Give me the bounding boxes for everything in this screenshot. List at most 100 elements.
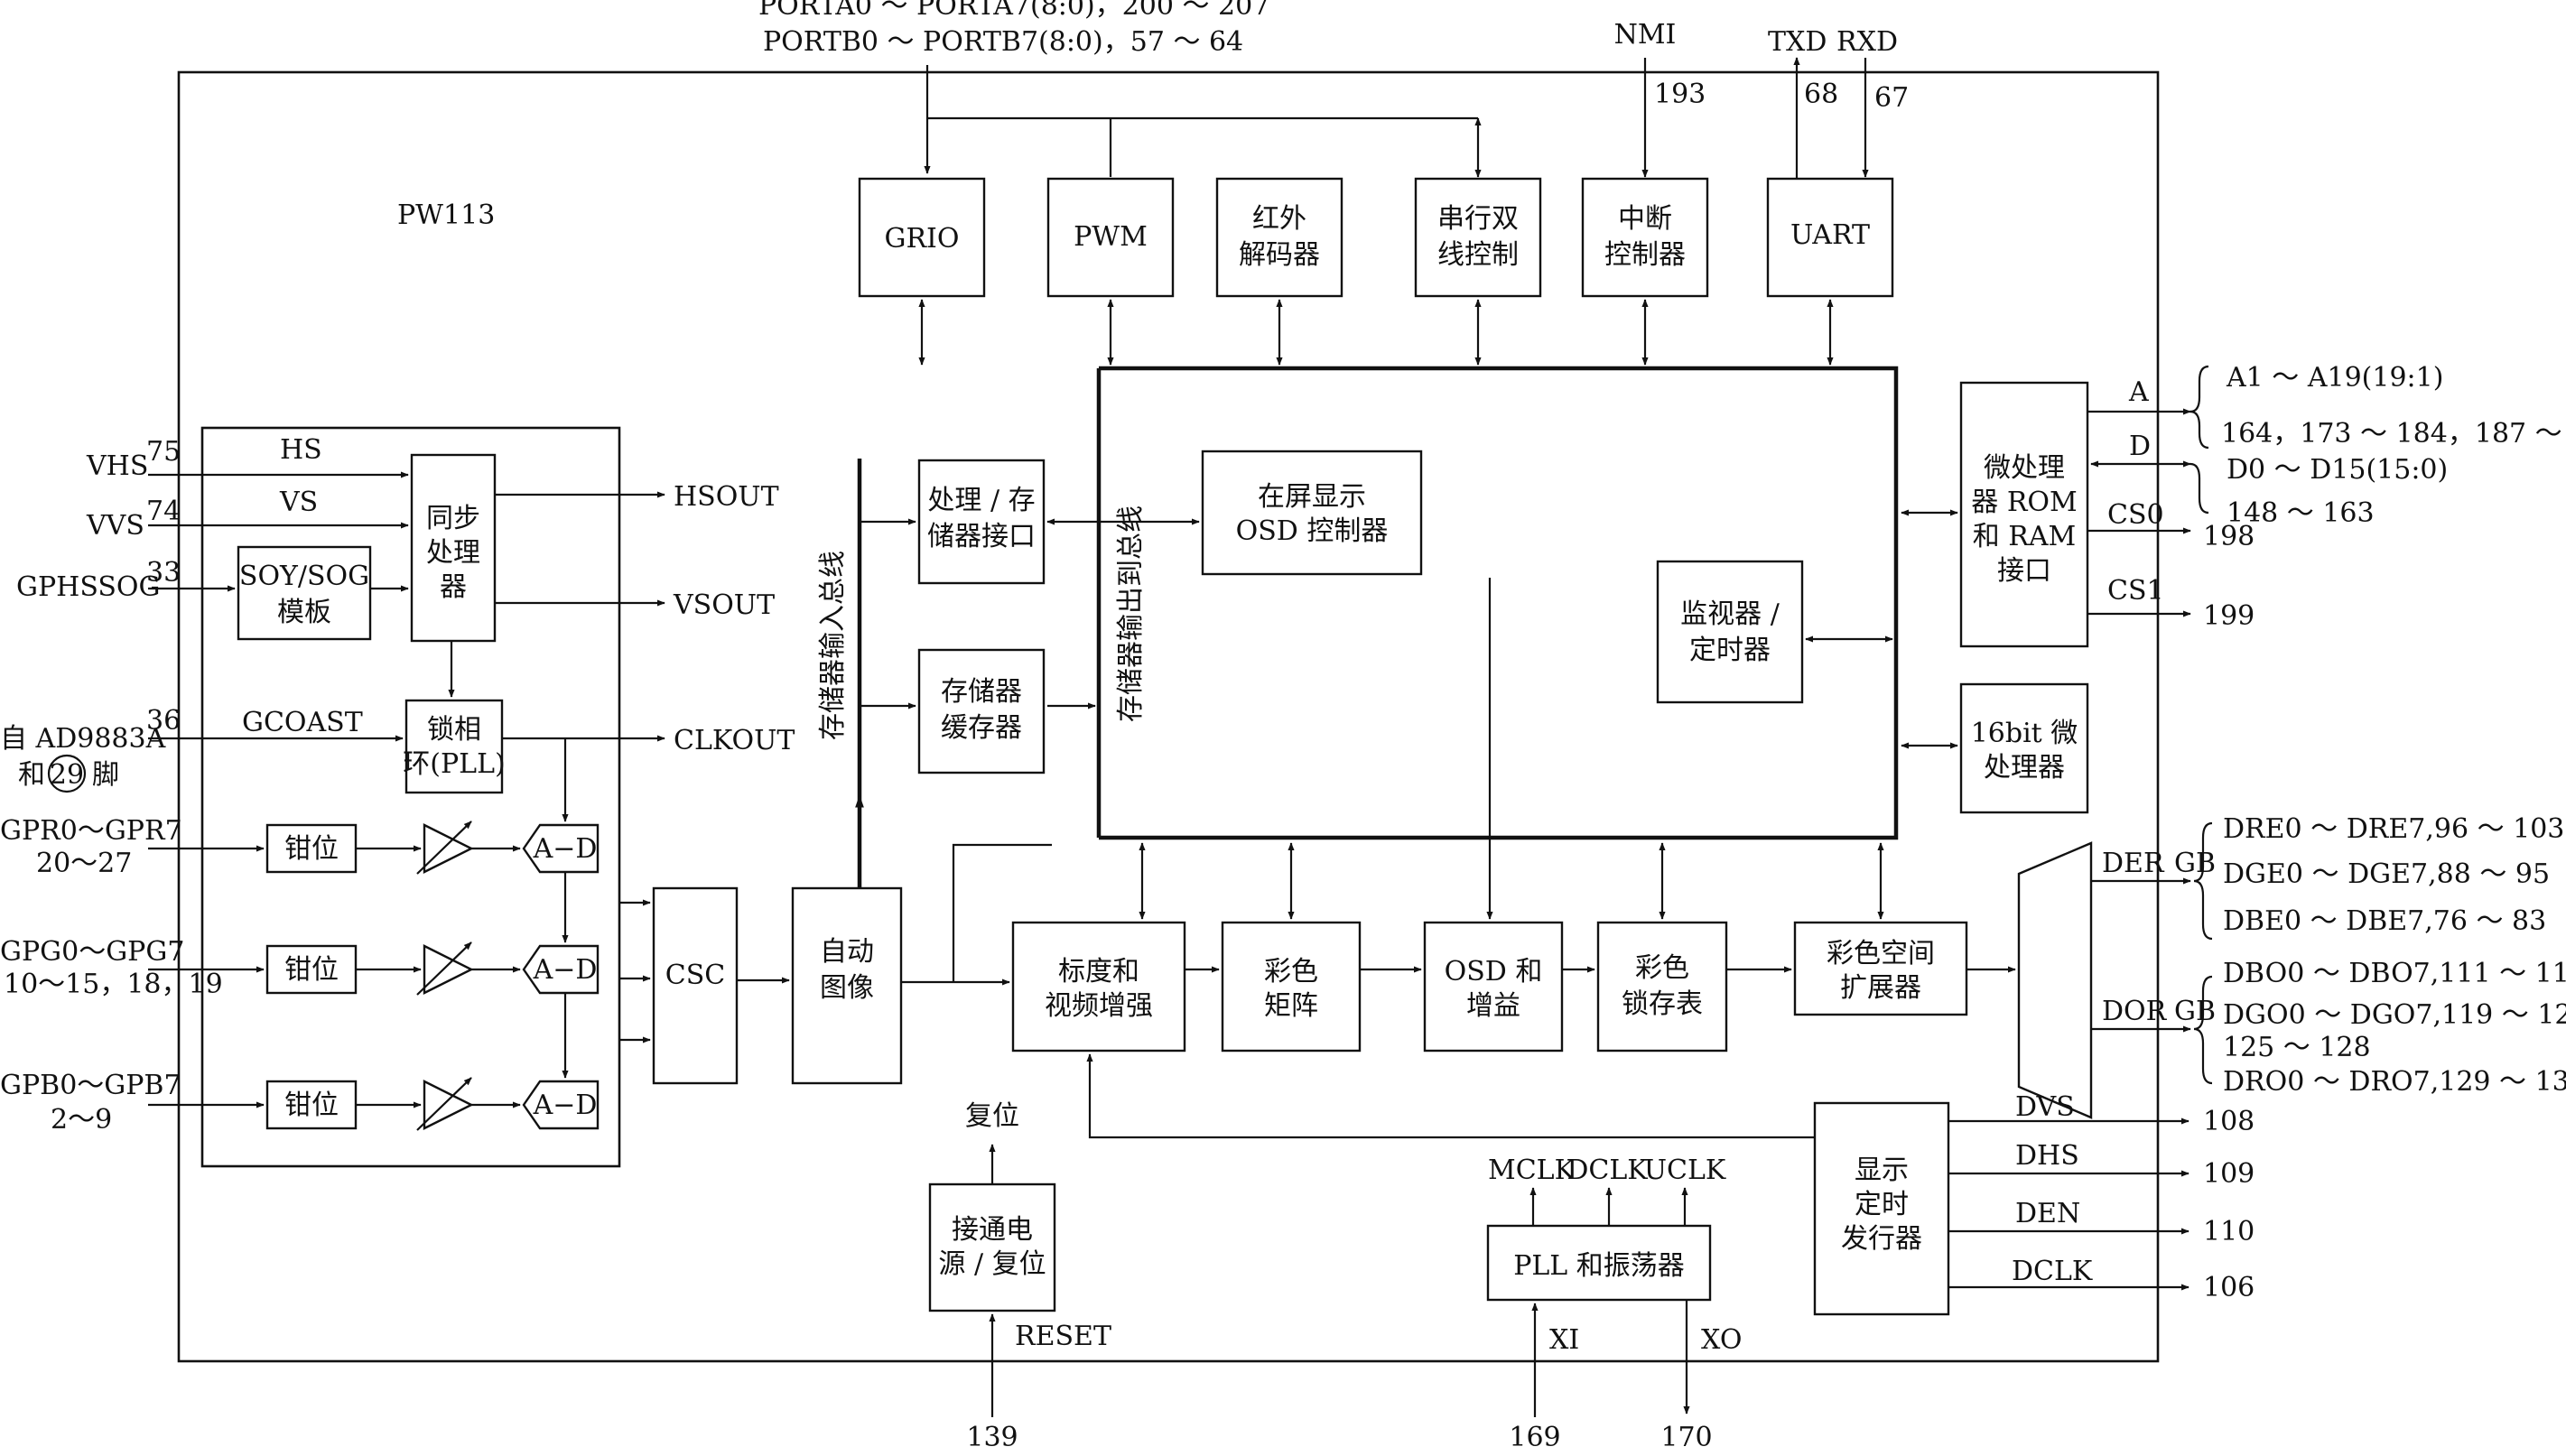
a-brace-bottom <box>2189 410 2209 450</box>
intr-label-2: 控制器 <box>1604 239 1686 271</box>
dbo-label: DBO0 ～ DBO7,111 ～ 118 <box>2223 958 2566 989</box>
color-matrix-block <box>1221 921 1362 1053</box>
grio-label: GRIO <box>885 223 960 255</box>
input-frontend-frame <box>200 426 621 1168</box>
lut-label-1: 彩色 <box>1635 952 1689 984</box>
outbus-to-scale-route <box>952 843 1052 982</box>
scale-label-2: 视频增强 <box>1045 990 1153 1022</box>
memory-buffer-block <box>917 648 1046 774</box>
gphssog-pin: 33 <box>146 557 181 589</box>
cpu16-block <box>1959 682 2089 814</box>
osd-gain-label-1: OSD 和 <box>1445 956 1543 988</box>
xo-label: XO <box>1701 1324 1742 1356</box>
uart-block <box>1766 177 1894 298</box>
timing-to-scaler <box>1086 1053 1815 1139</box>
mclk-label: MCLK <box>1488 1155 1576 1186</box>
i2c-block <box>1414 177 1542 298</box>
cpu16-label-1: 16bit 微 <box>1971 718 2078 749</box>
osd-ctrl-label-1: 在屏显示 <box>1258 481 1366 513</box>
gpg-pins: 10～15，18，19 <box>4 969 223 1000</box>
auto-label-1: 自动 <box>820 936 874 968</box>
expander-label-2: 扩展器 <box>1840 972 1921 1004</box>
out-bus-label: 存储器输出到总线 <box>1115 505 1147 722</box>
adc-blue-label: A−D <box>533 1090 598 1121</box>
cpu16-label-2: 处理器 <box>1984 752 2065 784</box>
der-brace <box>2193 821 2213 941</box>
channel-green: 钳位 A−D <box>148 941 600 996</box>
d-brace <box>2189 462 2209 515</box>
i2c-label-1: 串行双 <box>1437 203 1519 235</box>
reset-label: RESET <box>1015 1321 1111 1352</box>
clamp-blue-block <box>265 1080 358 1130</box>
reset-out-label: 复位 <box>965 1100 1019 1132</box>
ir-label-1: 红外 <box>1252 203 1306 235</box>
monitor-label-1: 监视器 / <box>1680 598 1780 630</box>
clamp-green-block <box>265 944 358 995</box>
xi-pin: 169 <box>1509 1422 1560 1453</box>
amp-green-gain <box>416 941 472 996</box>
xo-pin: 170 <box>1660 1422 1712 1453</box>
vhs-label: VHS <box>86 450 148 482</box>
channel-red: 钳位 A−D <box>148 821 600 875</box>
mcu-if-label-2: 器 ROM <box>1971 487 2077 518</box>
txd-pin: 68 <box>1804 79 1838 110</box>
vvs-pin: 74 <box>146 496 181 527</box>
a-label: A <box>2128 376 2149 408</box>
display-timing-generator-block <box>1813 1101 1950 1316</box>
matrix-label-1: 彩色 <box>1264 956 1318 988</box>
reset-pin: 139 <box>966 1422 1018 1453</box>
intr-label-1: 中断 <box>1618 203 1672 235</box>
dclk-pin: 106 <box>2203 1272 2255 1303</box>
porta-label: PORTA0 ～ PORTA7(8:0)，200 ～ 207 <box>758 0 1269 22</box>
pll-oscillator-block <box>1486 1224 1712 1302</box>
gpb-pins: 2～9 <box>51 1104 112 1136</box>
gb2-label: GB <box>2174 996 2216 1027</box>
mem-buf-label-1: 存储器 <box>941 676 1022 708</box>
power-reset-block <box>928 1182 1056 1312</box>
dor-label: DOR <box>2102 996 2168 1027</box>
monitor-label-2: 定时器 <box>1689 635 1771 666</box>
auto-label-2: 图像 <box>820 972 874 1004</box>
clamp-blue-label: 钳位 <box>284 1090 339 1121</box>
rxd-label: RXD <box>1836 26 1898 58</box>
pin-29-circle <box>47 754 87 793</box>
vvs-label: VVS <box>86 510 144 542</box>
xi-label: XI <box>1549 1324 1579 1356</box>
dgo-label: DGO0 ～ DGO7,119 ～ 122, <box>2223 999 2566 1031</box>
dvs-label: DVS <box>2015 1091 2075 1123</box>
timing-label-1: 显示 <box>1855 1155 1909 1186</box>
gb1-label: GB <box>2174 848 2216 879</box>
dro-label: DRO0 ～ DRO7,129 ～ 136 <box>2223 1066 2566 1098</box>
soy-sog-block <box>237 545 372 641</box>
uclk-label: UCLK <box>1644 1155 1726 1186</box>
dhs-pin: 109 <box>2203 1158 2255 1190</box>
power-reset-label-1: 接通电 <box>952 1214 1033 1246</box>
clamp-green-label: 钳位 <box>284 954 339 986</box>
pwm-block <box>1046 177 1175 298</box>
gphssog-label: GPHSSOG <box>16 571 160 603</box>
cs0-pin: 198 <box>2203 521 2255 552</box>
chip-outline <box>177 70 2160 1363</box>
a-pins-label: 164，173 ～ 184，187 ～ 192 <box>2221 418 2566 450</box>
matrix-label-2: 矩阵 <box>1264 990 1318 1022</box>
clkout-label: CLKOUT <box>674 725 795 756</box>
den-pin: 110 <box>2203 1216 2255 1247</box>
i2c-label-2: 线控制 <box>1437 239 1519 271</box>
osd-gain-block <box>1423 921 1564 1053</box>
uart-label: UART <box>1790 219 1870 251</box>
a-bus-label: A1 ～ A19(19:1) <box>2226 362 2443 394</box>
amp-blue <box>423 1080 474 1130</box>
scale-label-1: 标度和 <box>1058 956 1139 988</box>
timing-label-3: 发行器 <box>1841 1223 1922 1255</box>
dre-label: DRE0 ～ DRE7,96 ～ 103 <box>2223 813 2564 845</box>
chip-label: PW113 <box>397 199 495 231</box>
sync-label-1: 同步 <box>426 503 480 534</box>
soy-label-1: SOY/SOG <box>239 561 369 592</box>
monitor-timer-block <box>1656 560 1804 704</box>
csc-block <box>652 886 739 1085</box>
color-space-expander-block <box>1793 921 1968 1016</box>
soy-label-2: 模板 <box>277 597 331 628</box>
ad-source-label: 自 AD9883A <box>0 723 166 755</box>
mem-buf-label-2: 缓存器 <box>941 712 1022 744</box>
